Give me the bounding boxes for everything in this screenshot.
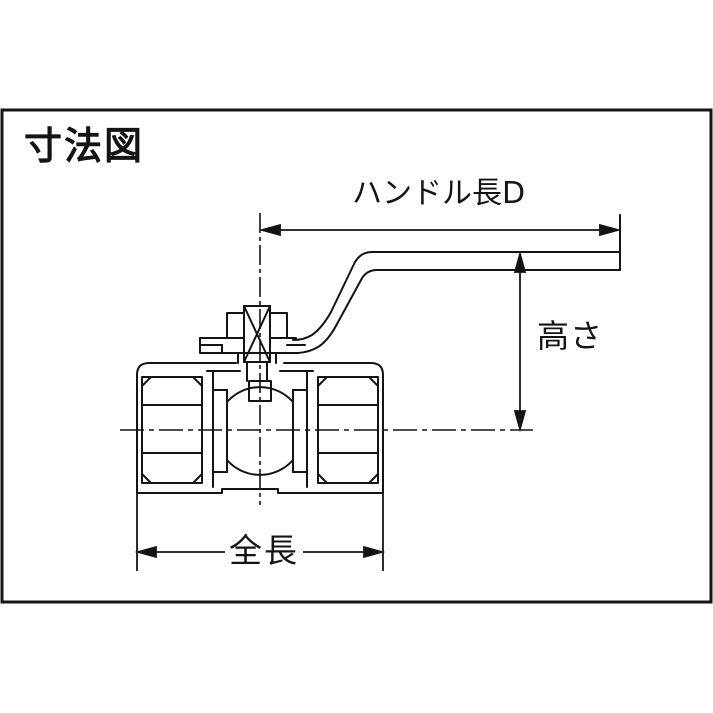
diagram-frame-border: [0, 108, 713, 604]
page-title: 寸法図: [24, 124, 145, 168]
arrowhead-right-icon: [599, 223, 622, 237]
packing-nut-right: [269, 312, 288, 339]
arrowhead-up-icon: [513, 250, 527, 273]
packing-nut-left: [226, 312, 245, 339]
ball: [226, 386, 294, 476]
arrowhead-right-icon: [363, 545, 386, 559]
valve-stem-assembly: [199, 305, 306, 364]
arrowhead-left-icon: [134, 545, 157, 559]
dimension-label-height: 高さ: [537, 317, 604, 355]
dimension-handle-length: [258, 223, 622, 237]
centerlines: [120, 213, 533, 505]
arrowhead-down-icon: [513, 410, 527, 433]
dimension-label-overall-length: 全長: [225, 534, 303, 567]
arrowhead-left-icon: [258, 223, 281, 237]
dimension-overall-length: [134, 493, 386, 571]
dimension-height: [513, 250, 527, 433]
valve-body: [136, 361, 384, 494]
valve-handle: [292, 214, 621, 354]
dimension-label-handle-length: ハンドル長D: [352, 176, 526, 211]
